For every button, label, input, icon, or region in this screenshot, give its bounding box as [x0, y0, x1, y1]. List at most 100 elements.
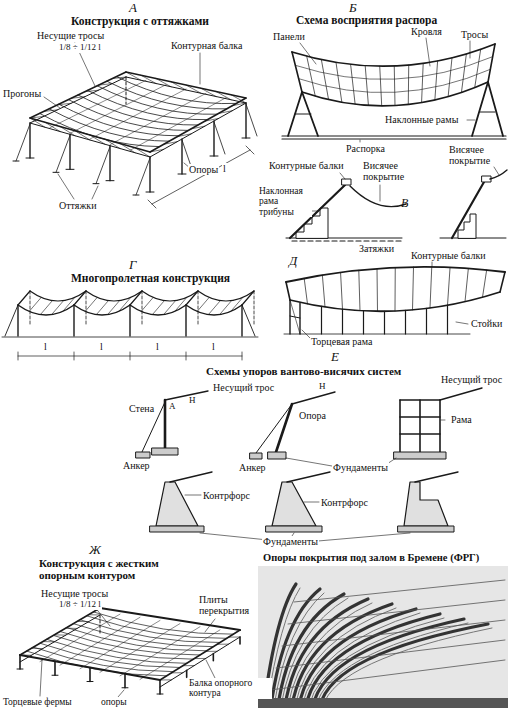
- stroke: [40, 614, 120, 661]
- stroke: [318, 533, 410, 541]
- stroke: [461, 54, 466, 93]
- section-letter: Е: [330, 350, 340, 364]
- part-label: Анкер: [238, 462, 267, 473]
- stroke: [80, 620, 160, 668]
- stroke: [282, 135, 506, 136]
- dimension-label: l: [211, 341, 216, 352]
- stroke: [170, 472, 212, 482]
- stroke: [178, 174, 186, 175]
- part-label: Затяжки: [358, 243, 395, 254]
- stroke: [54, 661, 56, 675]
- stroke: [413, 267, 414, 310]
- part-label: Рама: [450, 414, 473, 425]
- stroke: [290, 300, 300, 334]
- stroke: [126, 72, 141, 80]
- stroke: [135, 148, 150, 157]
- stroke: [118, 690, 124, 697]
- stroke: [18, 291, 30, 305]
- part-label: Висячее покрытие: [448, 144, 508, 166]
- stroke: [465, 268, 468, 301]
- part-label: Контрфорс: [320, 497, 369, 508]
- stroke: [363, 311, 364, 334]
- section-heading: Конструкция с жестким опорным контуром: [38, 557, 190, 581]
- stroke: [500, 272, 505, 292]
- stroke: [150, 149, 164, 152]
- stroke: [200, 533, 268, 540]
- stroke: [456, 322, 468, 324]
- stroke: [307, 56, 316, 96]
- stroke: [201, 88, 216, 96]
- stroke: [73, 305, 74, 336]
- section-heading: Схемы упоров вантово-висячих систем: [205, 365, 402, 377]
- stroke: [26, 158, 34, 159]
- part-label: Торцевая рама: [310, 336, 373, 347]
- stroke: [109, 146, 110, 181]
- stroke: [171, 672, 182, 673]
- stroke: [73, 624, 213, 647]
- stroke: [359, 270, 360, 310]
- stroke: [57, 103, 71, 105]
- stroke: [284, 334, 470, 335]
- anchor-schemes: [136, 388, 482, 541]
- stroke: [394, 452, 446, 459]
- stroke: [200, 53, 201, 84]
- stroke: [136, 452, 150, 458]
- stroke: [286, 458, 332, 466]
- part-label: Стена: [128, 403, 155, 414]
- stroke: [40, 660, 42, 696]
- stroke: [242, 305, 255, 336]
- stroke: [448, 267, 451, 305]
- stroke: [309, 618, 444, 706]
- stroke: [398, 526, 454, 532]
- stroke: [304, 278, 307, 304]
- stroke: [276, 640, 505, 668]
- stroke: [45, 122, 60, 131]
- stroke: [185, 495, 201, 496]
- stroke: [439, 400, 441, 452]
- stroke: [92, 186, 98, 199]
- stroke: [152, 448, 178, 455]
- stroke: [54, 634, 65, 635]
- stroke: [242, 291, 254, 305]
- stroke: [447, 305, 448, 334]
- stroke: [300, 43, 316, 64]
- stroke: [52, 675, 58, 676]
- stroke: [311, 211, 318, 212]
- stroke: [66, 628, 77, 629]
- stroke: [78, 95, 198, 125]
- dimension-label: l: [155, 341, 160, 352]
- stroke: [219, 111, 233, 114]
- dimension-label: l: [43, 341, 48, 352]
- part-label: Наклонная рама трибуны: [258, 186, 312, 217]
- stroke: [186, 85, 201, 93]
- stroke: [71, 97, 85, 99]
- stroke: [404, 482, 448, 526]
- stroke: [341, 272, 343, 309]
- thrust-scheme: [282, 38, 506, 142]
- stroke: [177, 134, 191, 137]
- stroke: [142, 291, 198, 301]
- stroke: [126, 77, 127, 104]
- stroke: [276, 404, 292, 452]
- stroke: [30, 116, 44, 118]
- stroke: [30, 123, 150, 157]
- stroke: [292, 392, 335, 404]
- stroke: [282, 138, 506, 139]
- stroke: [164, 142, 178, 145]
- stroke: [87, 616, 227, 639]
- stroke: [44, 97, 60, 108]
- stroke: [488, 44, 495, 82]
- part-label: Наклонные рамы: [384, 114, 459, 125]
- section-heading: Многопролетная конструкция: [70, 272, 231, 285]
- stroke: [156, 482, 198, 526]
- stroke: [475, 49, 481, 87]
- stroke: [246, 104, 257, 136]
- stroke: [254, 291, 255, 326]
- stroke: [430, 267, 432, 308]
- stroke: [30, 72, 126, 118]
- stroke: [440, 388, 482, 400]
- stroke: [282, 620, 505, 646]
- stroke: [60, 632, 200, 656]
